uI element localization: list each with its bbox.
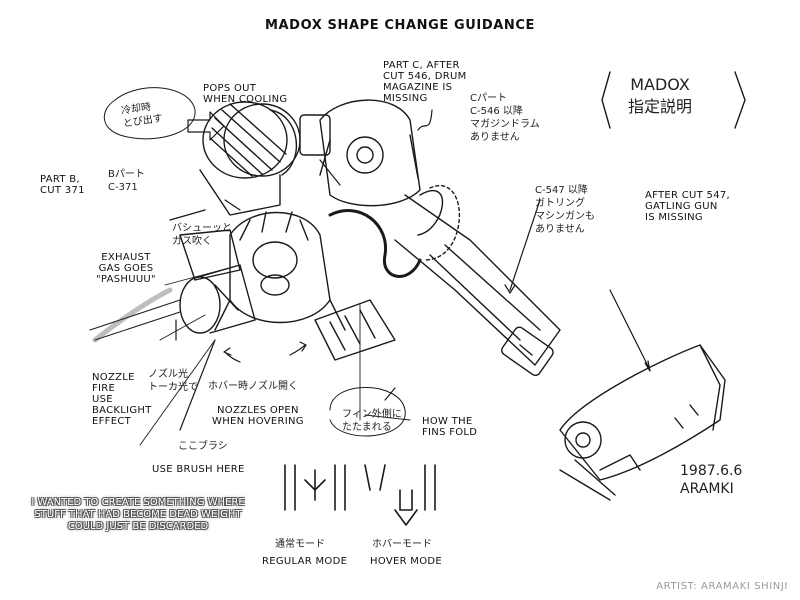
artist-comment: I WANTED TO CREATE SOMETHING WHERE STUFF… xyxy=(31,497,245,532)
right-arm xyxy=(394,185,561,377)
central-hover-body xyxy=(214,211,346,331)
label-hover-mode: HOVER MODE xyxy=(370,556,443,567)
label-part-b: PART B, CUT 371 xyxy=(40,174,85,196)
fins-note-bubble xyxy=(329,387,406,437)
label-fins-fold: HOW THE FINS FOLD xyxy=(422,416,478,438)
hip-panel xyxy=(179,229,241,281)
jp-nozzle-note: ノズル光 トーカ光で xyxy=(148,369,198,393)
jp-madox-title: MADOX 指定説明 xyxy=(628,75,693,116)
fins-fold-diagram xyxy=(284,464,436,526)
guide-arrows xyxy=(175,109,651,431)
jp-part-c-note: Cパート C-546 以降 マガジンドラム ありません xyxy=(470,93,540,143)
madox-bracket xyxy=(601,71,746,129)
cooling-vent-unit xyxy=(199,101,301,216)
label-after-547: AFTER CUT 547, GATLING GUN IS MISSING xyxy=(645,190,731,223)
left-nozzle xyxy=(89,264,256,341)
jp-fins-note: フィン外側に たたまれる xyxy=(342,409,402,433)
jp-cooling-note: 冷却時 とび出す xyxy=(120,101,164,130)
brush-stroke xyxy=(92,287,173,343)
label-pops-out: POPS OUT WHEN COOLING xyxy=(203,83,288,105)
gatling-gun-part xyxy=(559,344,726,501)
jp-hover-note: ホバー時ノズル開く xyxy=(208,381,298,392)
label-use-brush: USE BRUSH HERE xyxy=(152,464,245,475)
jp-brush-note: ここブラシ xyxy=(178,441,228,452)
jp-hover-mode-note: ホバーモード xyxy=(372,539,432,550)
cooling-note-bubble xyxy=(103,87,196,140)
shoulder-drum-unit xyxy=(299,99,421,207)
jp-part-b-note: Bパート C-371 xyxy=(108,169,145,193)
label-regular-mode: REGULAR MODE xyxy=(262,556,348,567)
jp-exhaust-note: バシューッと ガス吹く xyxy=(172,223,232,247)
page-title: MADOX SHAPE CHANGE GUIDANCE xyxy=(264,18,536,33)
label-part-c: PART C, AFTER CUT 546, DRUM MAGAZINE IS … xyxy=(383,60,467,104)
hose-cable xyxy=(328,209,422,278)
leader-lines xyxy=(139,264,411,446)
jp-gatling-note: C-547 以降 ガトリング マシンガンも ありません xyxy=(535,185,595,235)
jp-regular-note: 通常モード xyxy=(275,539,325,550)
artist-signature: 1987.6.6 ARAMKI xyxy=(680,463,743,497)
artist-credit: ARTIST: ARAMAKI SHINJI xyxy=(656,581,788,592)
label-exhaust: EXHAUST GAS GOES "PASHUUU" xyxy=(96,252,156,285)
lower-nozzle-block xyxy=(314,299,396,361)
label-nozzles-open: NOZZLES OPEN WHEN HOVERING xyxy=(212,405,304,427)
label-nozzle-fire: NOZZLE FIRE USE BACKLIGHT EFFECT xyxy=(92,372,152,427)
